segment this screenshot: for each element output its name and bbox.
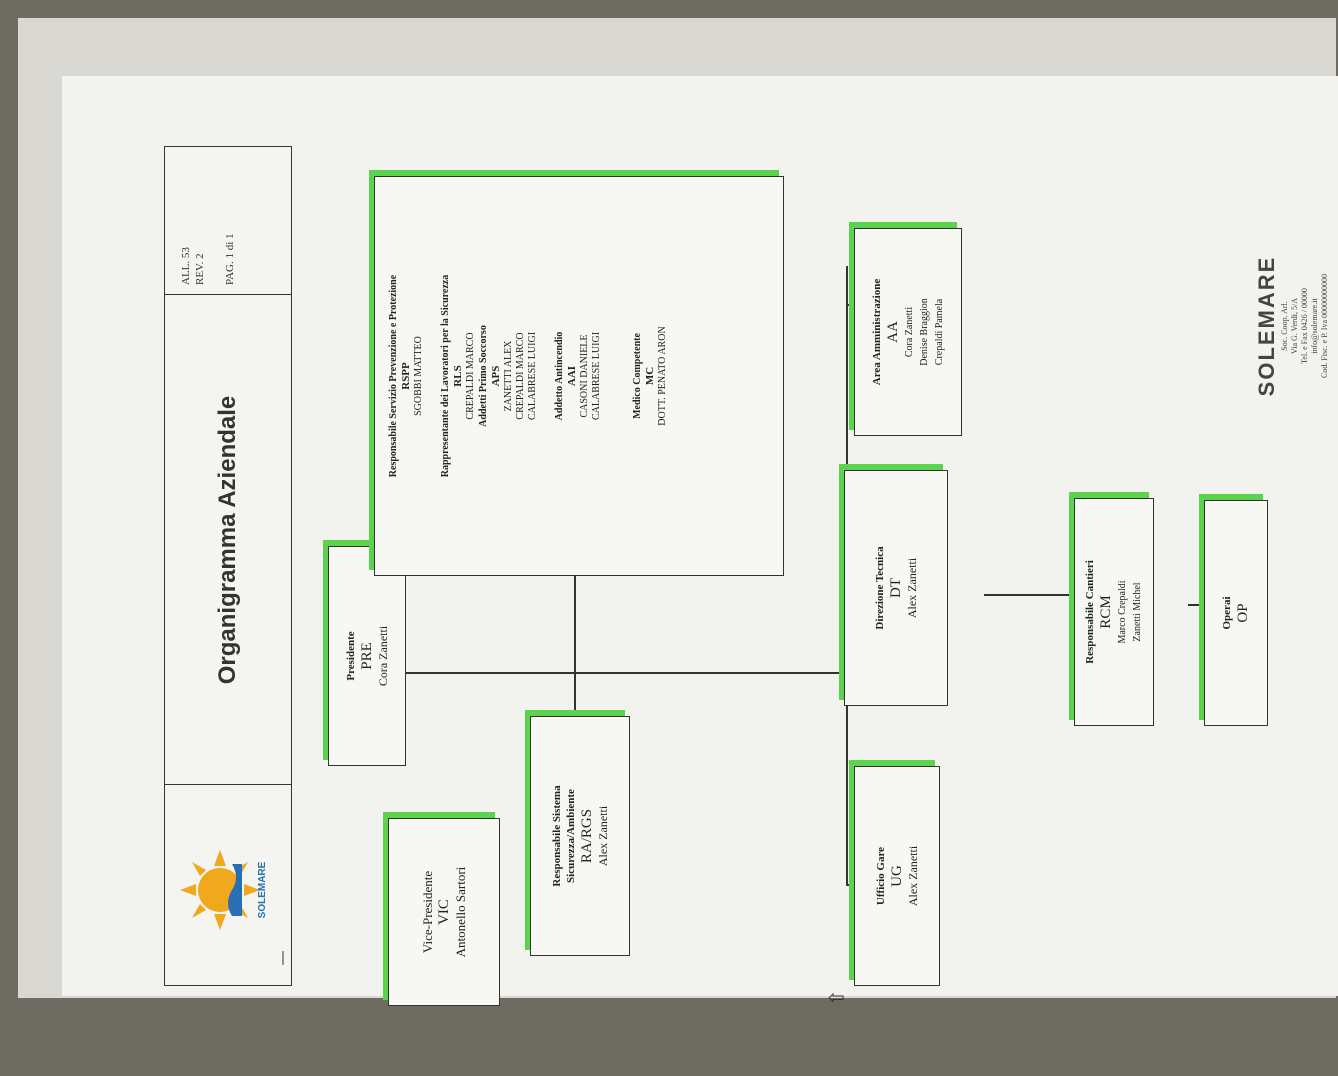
- company-line-1: Soc. Coop. Arl.: [1280, 301, 1289, 351]
- president-name: Cora Zanetti: [375, 625, 390, 687]
- workers-role: Operai: [1221, 596, 1233, 630]
- logo-text: SOLEMARE: [257, 861, 268, 918]
- president-code: PRE: [358, 642, 375, 670]
- admin-area-name-1: Cora Zanetti: [903, 306, 915, 358]
- mc-name: DOTT. PENATO ARON: [657, 326, 668, 426]
- document-page: SOLEMARE Organigramma Aziendale ALL. 53 …: [62, 76, 1338, 1006]
- site-manager-role: Responsabile Cantieri: [1084, 560, 1096, 664]
- aps-name-2: CREPALDI MARCO: [515, 332, 526, 420]
- technical-direction-role: Direzione Tecnica: [873, 546, 886, 630]
- system-manager-role: Responsabile Sistema Sicurezza/Ambiente: [550, 785, 577, 887]
- aps-name-3: CALABRESE LUIGI: [527, 331, 538, 421]
- company-line-5: Cod. Fisc. e P. Iva 00000000000: [1320, 274, 1329, 378]
- admin-area-role: Area Amministrazione: [870, 278, 883, 386]
- vice-president-role: Vice-Presidente: [420, 870, 435, 954]
- tender-office-code: UG: [888, 865, 905, 887]
- tender-office-name: Alex Zanetti: [905, 845, 920, 907]
- company-name: SOLEMARE: [1254, 255, 1279, 397]
- revision: REV. 2: [194, 253, 206, 285]
- document-info: ALL. 53 REV. 2 PAG. 1 di 1: [165, 147, 291, 295]
- rspp-role: Responsabile Servizio Prevenzione e Prot…: [388, 274, 399, 478]
- president-box: Presidente PRE Cora Zanetti: [328, 546, 406, 766]
- mc-role: Medico Competente: [632, 333, 643, 419]
- vice-president-code: VIC: [436, 899, 452, 925]
- rls-role: Rappresentante dei Lavoratori per la Sic…: [440, 274, 451, 478]
- admin-area-box: Area Amministrazione AA Cora Zanetti Den…: [854, 228, 962, 436]
- admin-area-name-2: Denise Braggion: [918, 298, 930, 366]
- admin-area-code: AA: [884, 321, 901, 343]
- tender-office-box: Ufficio Gare UG Alex Zanetti: [854, 766, 940, 986]
- president-role: Presidente: [344, 631, 357, 681]
- paper-sheet: SOLEMARE Organigramma Aziendale ALL. 53 …: [18, 18, 1338, 1006]
- vice-president-box: Vice-Presidente VIC Antonello Sartori: [388, 818, 500, 1006]
- aps-code: APS: [490, 365, 502, 387]
- aai-code: AAI: [566, 365, 578, 387]
- technical-direction-code: DT: [887, 578, 904, 598]
- org-chart-canvas: SOLEMARE Organigramma Aziendale ALL. 53 …: [74, 76, 1334, 1076]
- technical-direction-box: Direzione Tecnica DT Alex Zanetti: [844, 470, 948, 706]
- company-line-2: Via G. Verdi, 5/A: [1290, 297, 1299, 355]
- aps-role: Addetti Primo Soccorso: [478, 325, 489, 427]
- company-stamp: SOLEMARE Soc. Coop. Arl. Via G. Verdi, 5…: [1254, 216, 1330, 436]
- technical-direction-name: Alex Zanetti: [904, 557, 919, 619]
- rls-name: CREPALDI MARCO: [465, 332, 476, 420]
- site-manager-name-1: Marco Crepaldi: [1117, 580, 1128, 644]
- tender-office-role: Ufficio Gare: [874, 846, 887, 906]
- site-manager-name-2: Zanetti Michel: [1132, 582, 1143, 642]
- system-manager-name: Alex Zanetti: [595, 805, 610, 867]
- aai-role: Addetto Antincendio: [554, 331, 565, 421]
- system-manager-code: RA/RGS: [578, 808, 595, 864]
- company-line-3: Tel. e Fax 0426 / 00000: [1300, 288, 1309, 364]
- rspp-name: SGOBBI MATTEO: [413, 336, 424, 416]
- aps-name-1: ZANETTI ALEX: [503, 340, 514, 412]
- workers-code: OP: [1235, 603, 1251, 623]
- page-title: Organigramma Aziendale: [165, 294, 291, 785]
- site-manager-code: RCM: [1098, 595, 1114, 629]
- site-manager-box: Responsabile Cantieri RCM Marco Crepaldi…: [1074, 498, 1154, 726]
- system-manager-box: Responsabile Sistema Sicurezza/Ambiente …: [530, 716, 630, 956]
- rspp-code: RSPP: [400, 362, 412, 390]
- mouse-pointer-icon: ⇦: [828, 985, 845, 1009]
- aai-name-2: CALABRESE LUIGI: [591, 331, 602, 421]
- vice-president-name: Antonello Sartori: [453, 866, 468, 958]
- header-table: SOLEMARE Organigramma Aziendale ALL. 53 …: [164, 146, 292, 986]
- safety-roles-box: Responsabile Servizio Prevenzione e Prot…: [374, 176, 784, 576]
- company-logo: SOLEMARE: [165, 784, 291, 985]
- company-line-4: info@solemare.it: [1310, 298, 1319, 354]
- page-number: PAG. 1 di 1: [224, 233, 236, 285]
- doc-ref: ALL. 53: [180, 247, 192, 285]
- aai-name-1: CASONI DANIELE: [579, 334, 590, 418]
- workers-box: Operai OP: [1204, 500, 1268, 726]
- mc-code: MC: [644, 366, 656, 386]
- rls-code: RLS: [452, 365, 464, 387]
- connector-main-horizontal: [388, 672, 848, 674]
- admin-area-name-3: Crepaldi Pamela: [933, 298, 945, 366]
